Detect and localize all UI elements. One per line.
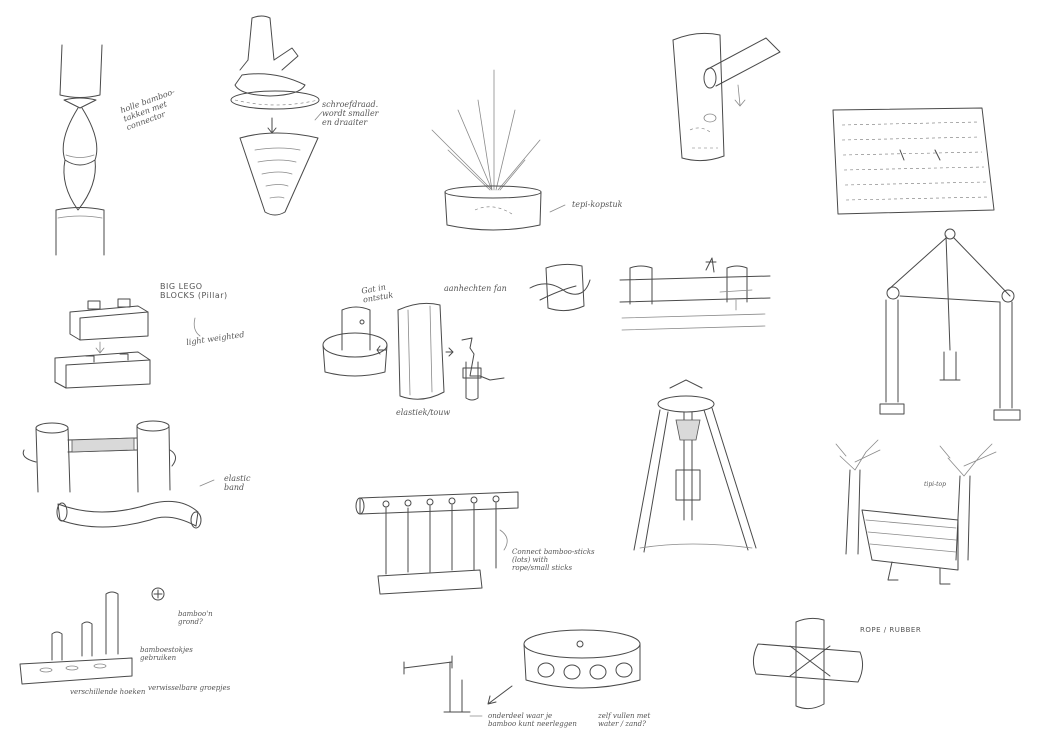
sketch-rope-knot [529, 263, 591, 312]
note-tipi-label: tipi-top [924, 481, 946, 488]
sketch-swing-tripod [633, 379, 757, 553]
sketch-tipi-top [431, 69, 566, 231]
note-aanhechten: aanhechten fan [444, 284, 507, 293]
sketch-dome-frame [879, 228, 1021, 421]
sketch-pegs-board [19, 587, 165, 685]
note-schroefdraad: schroefdraad. wordt smaller en draaiter [322, 100, 379, 127]
note-verwisselbare-groepjes: verwisselbare groepjes [148, 684, 231, 692]
note-bamboestokjes: bamboestokjes gebruiken [140, 646, 193, 662]
note-verschillende-hoeken: verschillende hoeken [70, 688, 146, 696]
note-elastiek-touw: elastiek/touw [396, 408, 451, 417]
sketch-cup-and-roll [322, 302, 505, 401]
sketch-tube-branch [672, 32, 781, 162]
note-bamboo-hoorn: bamboo'n grond? [178, 610, 213, 626]
note-elastic-band: elastic band [224, 474, 251, 492]
note-onderdeel-bamboo: onderdeel waar je bamboo kunt neerleggen [488, 712, 577, 728]
sketch-bamboo-connector [55, 44, 105, 256]
note-big-lego-blocks: BIG LEGO BLOCKS (Pillar) [160, 282, 228, 300]
sketch-trees-hammock [835, 439, 997, 585]
sketch-elastic-band [22, 420, 215, 529]
sketch-field-grid [832, 107, 995, 215]
sketch-weighted-base [403, 629, 641, 717]
sketch-screw-thread [230, 15, 323, 216]
sketch-bamboo-rack [355, 491, 519, 595]
note-connect-bamboo: Connect bamboo-sticks (lots) with rope/s… [512, 548, 595, 572]
sketch-lego-blocks [54, 298, 201, 389]
sketch-fence-joint [619, 257, 771, 331]
note-rope-rubber: ROPE / RUBBER [860, 626, 922, 634]
note-tepi-kopstuk: tepi-kopstuk [572, 200, 623, 209]
note-zelf-vullen: zelf vullen met water / zand? [598, 712, 651, 728]
sketch-cross-joint [752, 617, 864, 710]
